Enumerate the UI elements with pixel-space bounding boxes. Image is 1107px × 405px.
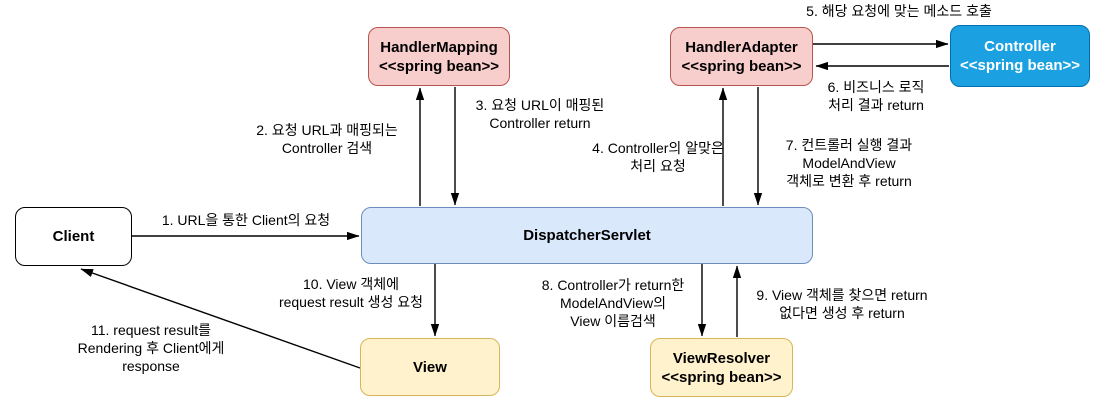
node-handler-mapping: HandlerMapping <<spring bean>> [368,27,510,86]
edge-label-step11: 11. request result를 Rendering 후 Client에게… [77,322,225,374]
node-client: Client [15,207,132,266]
node-handler-adapter-label: HandlerAdapter [685,38,798,56]
node-view-resolver-label: ViewResolver [672,349,771,367]
node-client-label: Client [52,228,95,245]
edge-label-step4: 4. Controller의 알맞은 처리 요청 [592,140,724,174]
node-handler-adapter-stereotype: <<spring bean>> [681,57,802,75]
arrow-step11 [80,268,361,369]
edge-label-step5: 5. 해당 요청에 맞는 메소드 호출 [806,3,992,19]
node-controller-label: Controller [984,38,1056,55]
node-view-resolver: ViewResolver <<spring bean>> [650,338,793,397]
edge-label-step9: 9. View 객체를 찾으면 return 없다면 생성 후 return [756,287,928,321]
node-view: View [360,338,500,396]
node-view-resolver-stereotype: <<spring bean>> [661,368,782,386]
node-dispatcher-servlet: DispatcherServlet [361,207,813,264]
node-handler-mapping-label: HandlerMapping [380,38,498,56]
node-controller-stereotype: <<spring bean>> [959,57,1081,74]
edge-label-step6: 6. 비즈니스 로직 처리 결과 return [827,79,925,113]
edge-label-step7: 7. 컨트롤러 실행 결과 ModelAndView 객체로 변환 후 retu… [785,137,913,189]
node-controller: Controller <<spring bean>> [950,25,1090,87]
edge-label-step1: 1. URL을 통한 Client의 요청 [161,212,331,228]
edge-label-step2: 2. 요청 URL과 매핑되는 Controller 검색 [256,122,398,156]
node-dispatcher-servlet-label: DispatcherServlet [523,227,651,244]
edge-label-step10: 10. View 객체에 request result 생성 요청 [278,276,424,310]
node-handler-adapter: HandlerAdapter <<spring bean>> [670,27,813,86]
node-view-label: View [413,358,447,376]
edge-label-step3: 3. 요청 URL이 매핑된 Controller return [475,97,605,131]
edge-label-step8: 8. Controller가 return한 ModelAndView의 Vie… [541,277,685,329]
node-handler-mapping-stereotype: <<spring bean>> [378,57,500,75]
